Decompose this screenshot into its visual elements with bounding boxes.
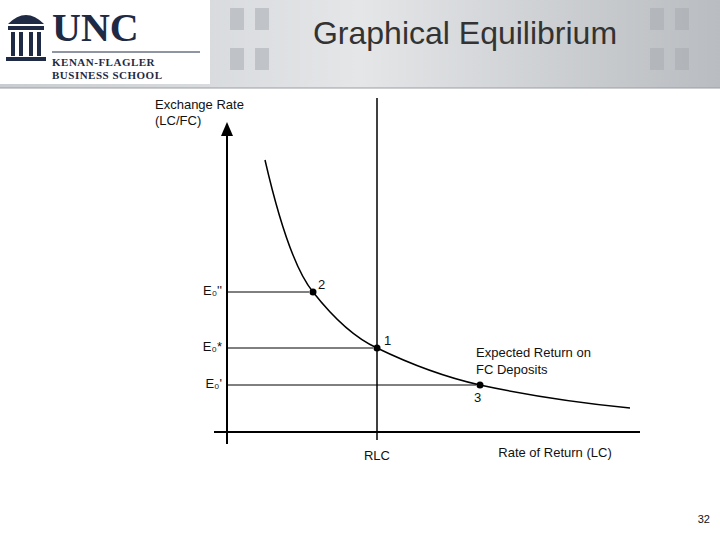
axis-title: Rate of Return (LC) <box>470 445 640 461</box>
logo-rule <box>52 52 200 53</box>
chart <box>214 98 640 444</box>
guide-line <box>227 292 309 293</box>
x-axis <box>214 431 640 433</box>
axis-tick-label: E₀'' <box>170 283 222 299</box>
axis-tick-label: E₀* <box>170 339 222 355</box>
old-well-icon <box>6 15 46 61</box>
axis-tick-label: RLC <box>352 448 402 464</box>
guide-line <box>227 348 373 349</box>
header-band <box>0 0 720 88</box>
building-windows <box>230 8 689 70</box>
page-number: 32 <box>670 513 710 526</box>
points <box>310 289 484 389</box>
point-number: 3 <box>474 390 490 406</box>
y-axis <box>226 126 228 444</box>
domestic-return-line <box>376 98 378 440</box>
axis-arrowhead <box>221 122 233 136</box>
guide-line <box>227 385 476 386</box>
logo-panel <box>0 0 210 84</box>
slide-title: Graphical Equilibrium <box>270 14 660 52</box>
equilibrium-dot <box>477 382 484 389</box>
fc-return-curve <box>265 160 630 408</box>
header-rule <box>0 88 720 89</box>
point-number: 2 <box>318 277 334 293</box>
logo-subtitle: KENAN-FLAGLER BUSINESS SCHOOL <box>52 56 187 81</box>
curve-label: Expected Return on FC Deposits <box>476 344 611 378</box>
logo-wordmark: UNC <box>52 6 202 50</box>
equilibrium-dot <box>310 289 317 296</box>
axis-title: Exchange Rate (LC/FC) <box>155 97 280 129</box>
point-number: 1 <box>384 333 400 349</box>
axis-tick-label: E₀' <box>170 376 222 392</box>
equilibrium-dot <box>374 345 381 352</box>
